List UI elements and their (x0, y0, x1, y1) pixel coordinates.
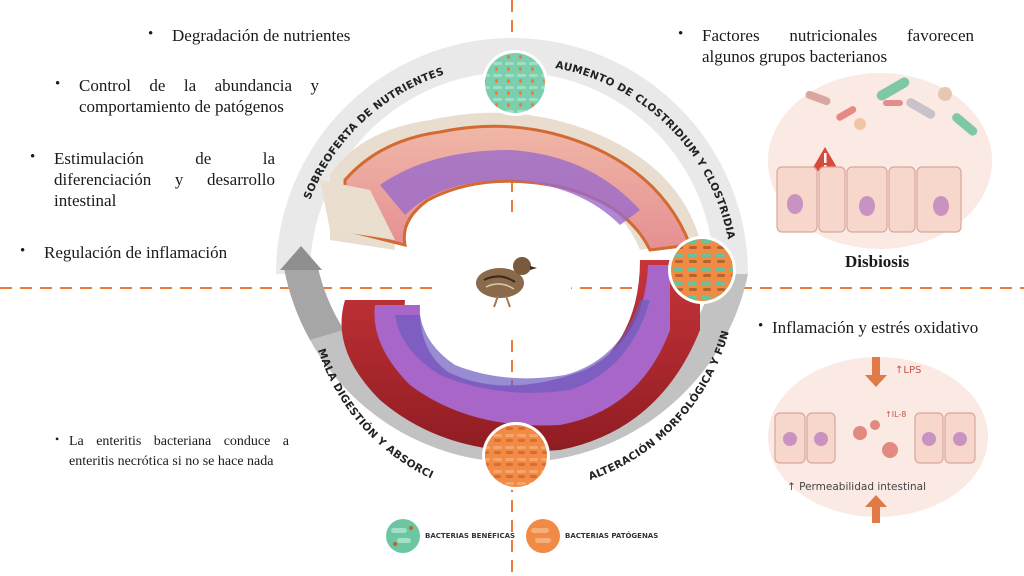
cycle-arrow-head (280, 246, 322, 270)
beneficial-bacteria-icon (386, 519, 420, 553)
bacteria-circle-mixed (668, 236, 736, 304)
bacteria-circle-beneficial (482, 50, 548, 116)
up-arrow-icon (865, 495, 887, 523)
intestine-illustration (320, 112, 700, 452)
warning-icon (811, 147, 839, 171)
permeability-label: ↑ Permeabilidad intestinal (787, 481, 926, 493)
inflammation-illustration: ↑LPS ↑IL-8 ↑ Permeabilidad intestinal (768, 357, 988, 523)
lps-label: ↑LPS (895, 365, 921, 376)
quail-icon (476, 257, 537, 308)
dysbiosis-illustration (768, 73, 992, 249)
bacteria-cluster (805, 77, 978, 136)
bacteria-circle-pathogenic (482, 422, 550, 490)
pathogenic-bacteria-icon (526, 519, 560, 553)
dysbiosis-caption: Disbiosis (845, 252, 910, 271)
down-arrow-icon (865, 357, 887, 387)
ring-band-top (276, 38, 748, 274)
cycle-arrow (284, 268, 344, 340)
il8-label: ↑IL-8 (885, 410, 906, 419)
